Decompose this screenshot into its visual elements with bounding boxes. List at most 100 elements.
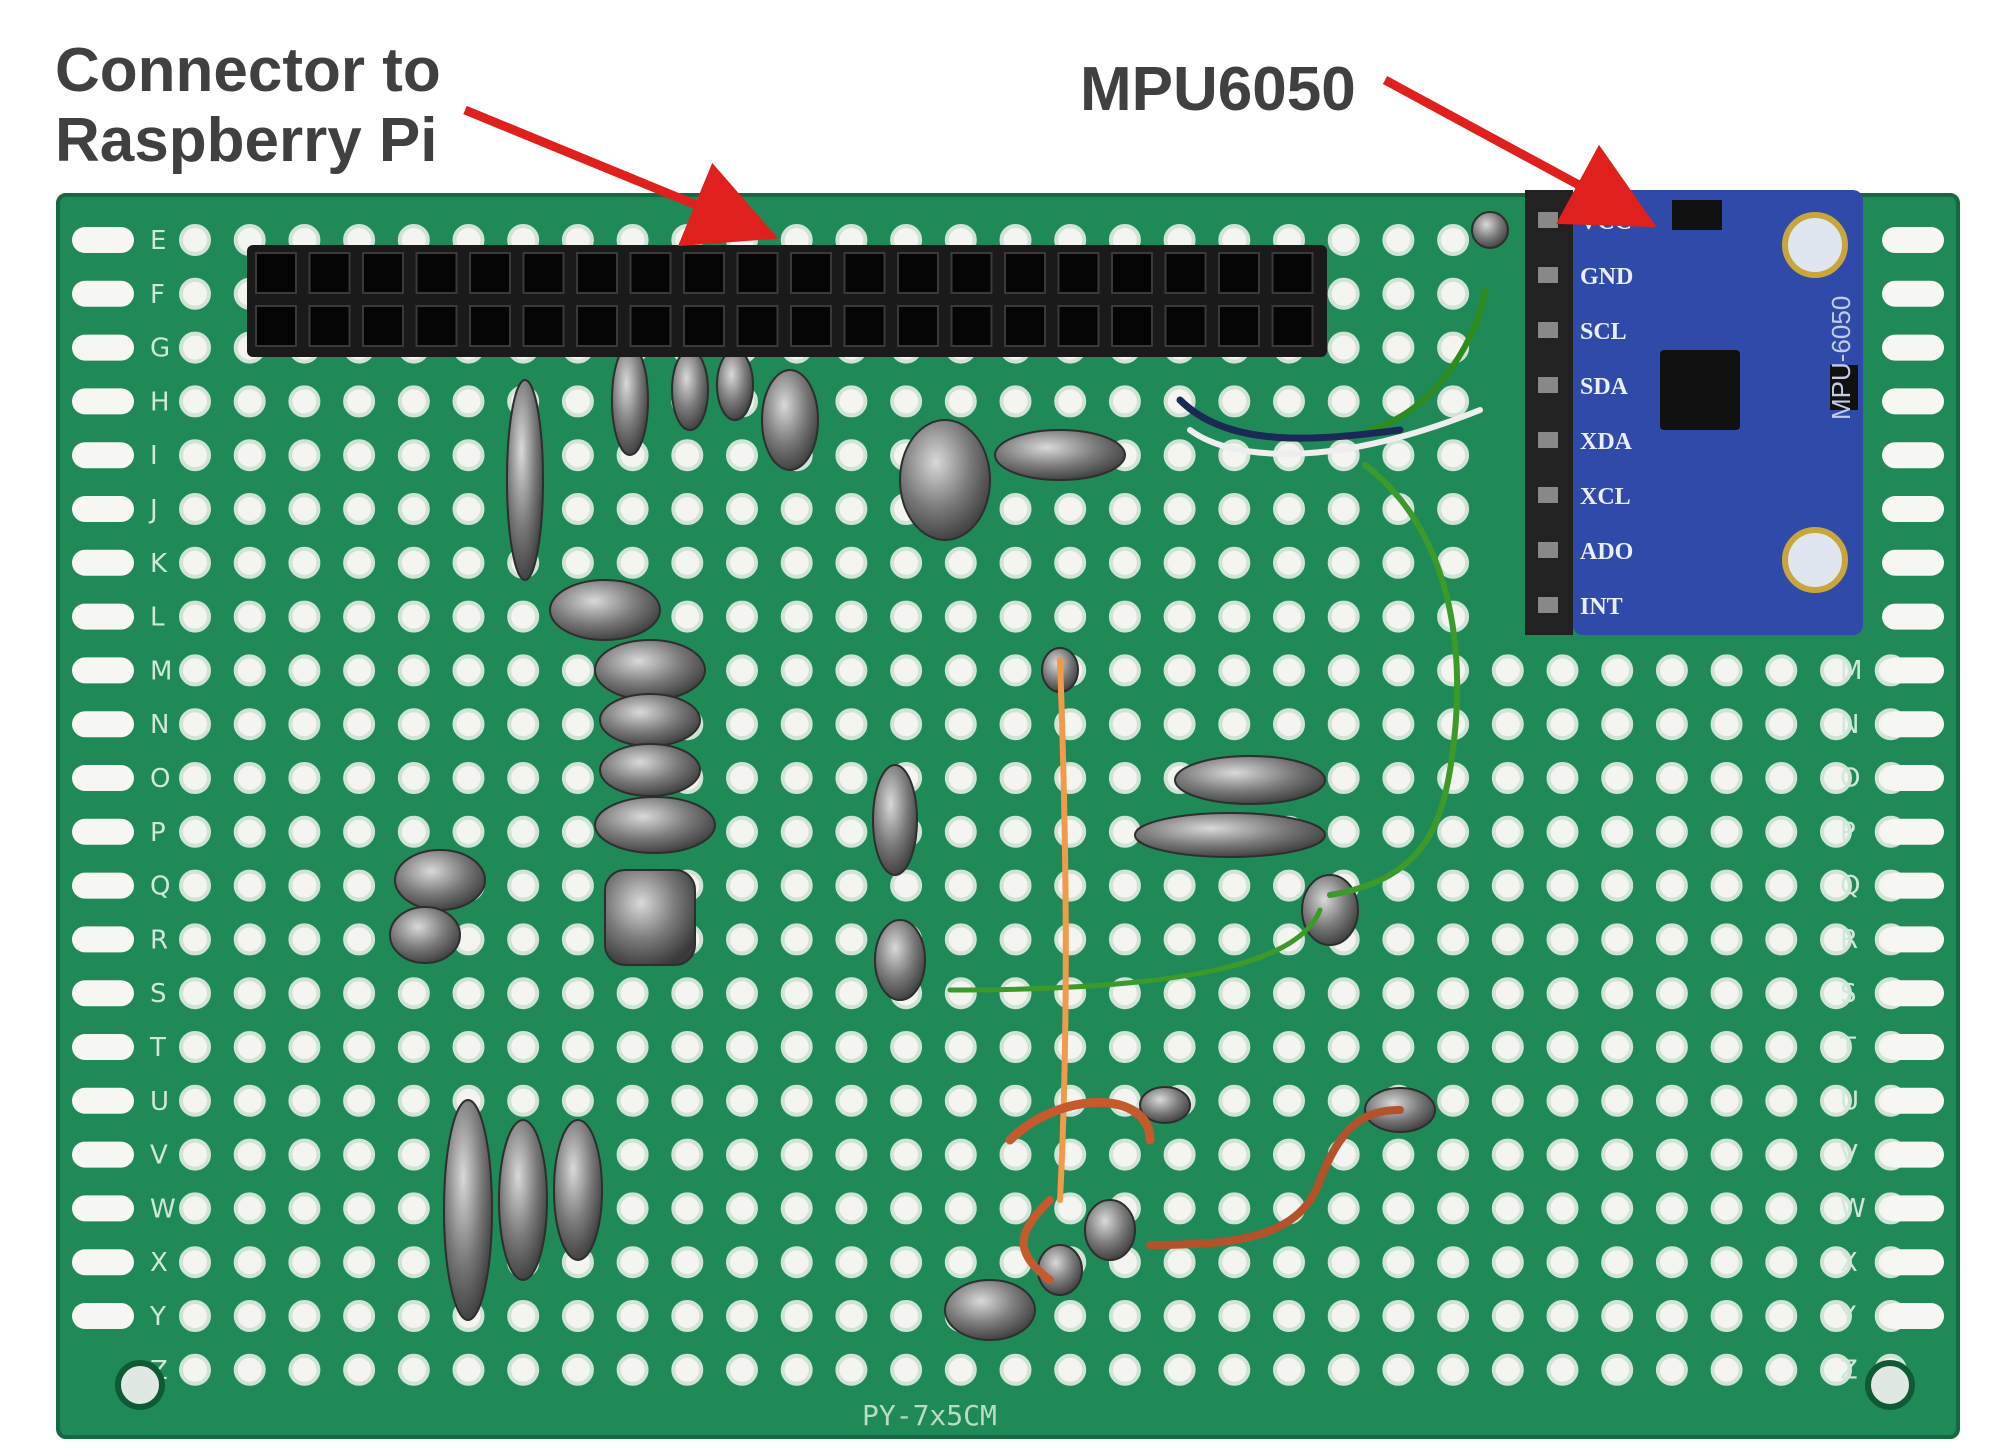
row-letter: Q bbox=[1840, 871, 1860, 901]
pad-hole bbox=[1054, 815, 1087, 848]
pad-hole bbox=[1437, 1084, 1470, 1117]
row-letter: N bbox=[150, 710, 169, 740]
edge-slot bbox=[1882, 442, 1944, 469]
edge-slot bbox=[1882, 1303, 1944, 1329]
pad-hole bbox=[616, 1084, 649, 1117]
module-pin bbox=[1538, 212, 1558, 228]
pad-hole bbox=[1437, 493, 1470, 525]
pad-hole bbox=[1655, 1084, 1688, 1117]
pad-hole bbox=[1054, 869, 1087, 902]
header-socket bbox=[843, 305, 886, 347]
pad-hole bbox=[835, 493, 868, 525]
pad-hole bbox=[1218, 708, 1251, 741]
pad-hole bbox=[1327, 331, 1360, 364]
pad-hole bbox=[1820, 1192, 1852, 1225]
pad-hole bbox=[999, 762, 1032, 794]
header-socket bbox=[629, 252, 672, 294]
pad-hole bbox=[1820, 869, 1852, 902]
pad-hole bbox=[1163, 977, 1196, 1010]
pad-hole bbox=[1437, 385, 1470, 418]
pad-hole bbox=[1327, 1353, 1360, 1386]
pad-hole bbox=[1710, 1031, 1743, 1063]
pad-hole bbox=[1820, 923, 1852, 956]
pad-hole bbox=[397, 1353, 430, 1386]
pad-hole bbox=[671, 1031, 704, 1063]
pad-hole bbox=[890, 1300, 923, 1332]
pad-hole bbox=[1491, 1353, 1524, 1386]
pad-hole bbox=[1601, 1138, 1634, 1171]
pad-hole bbox=[671, 439, 704, 472]
pad-hole bbox=[1054, 385, 1087, 418]
pad-hole bbox=[1820, 977, 1852, 1010]
pad-hole bbox=[1601, 1300, 1634, 1332]
pad-hole bbox=[780, 600, 813, 633]
edge-slot bbox=[72, 1303, 134, 1329]
header-socket bbox=[255, 252, 297, 294]
pad-hole bbox=[561, 923, 594, 956]
connector-callout-label: Connector to Raspberry Pi bbox=[55, 36, 575, 176]
header-socket bbox=[683, 305, 725, 347]
edge-slot bbox=[1882, 1087, 1944, 1114]
pad-hole bbox=[1765, 977, 1798, 1010]
header-socket bbox=[362, 252, 404, 294]
pad-hole bbox=[1163, 600, 1196, 633]
pad-hole bbox=[944, 1246, 977, 1279]
edge-slot bbox=[1882, 280, 1944, 307]
pad-hole bbox=[1765, 1084, 1798, 1117]
header-socket bbox=[576, 305, 618, 347]
pad-hole bbox=[835, 654, 868, 687]
pad-hole bbox=[1382, 277, 1415, 310]
pad-hole bbox=[561, 385, 594, 418]
pad-hole bbox=[1546, 1031, 1579, 1063]
row-letter: T bbox=[149, 1033, 166, 1063]
edge-slot bbox=[72, 818, 134, 845]
pad-hole bbox=[999, 923, 1032, 956]
pad-hole bbox=[1437, 1353, 1470, 1386]
pad-hole bbox=[397, 1084, 430, 1117]
pad-hole bbox=[671, 977, 704, 1010]
header-socket bbox=[1164, 252, 1207, 294]
pad-hole bbox=[1655, 1192, 1688, 1225]
pad-hole bbox=[1382, 546, 1415, 579]
pad-hole bbox=[726, 1246, 758, 1279]
pad-hole bbox=[1710, 1246, 1743, 1279]
pad-hole bbox=[616, 1031, 649, 1063]
pad-hole bbox=[835, 1246, 868, 1279]
pad-hole bbox=[1382, 1138, 1415, 1171]
pad-hole bbox=[1601, 762, 1634, 794]
pad-hole bbox=[671, 1138, 704, 1171]
pad-hole bbox=[726, 1300, 758, 1332]
pad-hole bbox=[1382, 1300, 1415, 1332]
pad-hole bbox=[233, 546, 266, 579]
pad-hole bbox=[835, 439, 868, 472]
pad-hole bbox=[343, 1031, 376, 1063]
pad-hole bbox=[1218, 385, 1251, 418]
edge-slot bbox=[72, 334, 134, 361]
pad-hole bbox=[343, 1192, 376, 1225]
pad-hole bbox=[671, 1300, 704, 1332]
pad-hole bbox=[1437, 1300, 1470, 1332]
pad-hole bbox=[1108, 923, 1141, 956]
pad-hole bbox=[944, 762, 977, 794]
edge-slot bbox=[72, 442, 134, 469]
row-letter: P bbox=[1840, 817, 1856, 847]
pad-hole bbox=[1054, 923, 1087, 956]
pad-hole bbox=[179, 224, 211, 256]
pad-hole bbox=[1710, 708, 1743, 741]
pad-hole bbox=[397, 385, 430, 418]
pad-hole bbox=[1273, 1031, 1305, 1063]
pad-hole bbox=[1491, 815, 1524, 848]
edge-slot bbox=[1882, 496, 1944, 522]
row-letter: R bbox=[1840, 925, 1858, 955]
pad-hole bbox=[1218, 1031, 1251, 1063]
pad-hole bbox=[1820, 762, 1852, 794]
pad-hole bbox=[1163, 1138, 1196, 1171]
pad-hole bbox=[780, 708, 813, 741]
pad-hole bbox=[835, 708, 868, 741]
pad-hole bbox=[397, 493, 430, 525]
pad-hole bbox=[1655, 869, 1688, 902]
pad-hole bbox=[1820, 1300, 1852, 1332]
row-letter: L bbox=[150, 603, 165, 633]
pad-hole bbox=[780, 1300, 813, 1332]
pad-hole bbox=[561, 1084, 594, 1117]
